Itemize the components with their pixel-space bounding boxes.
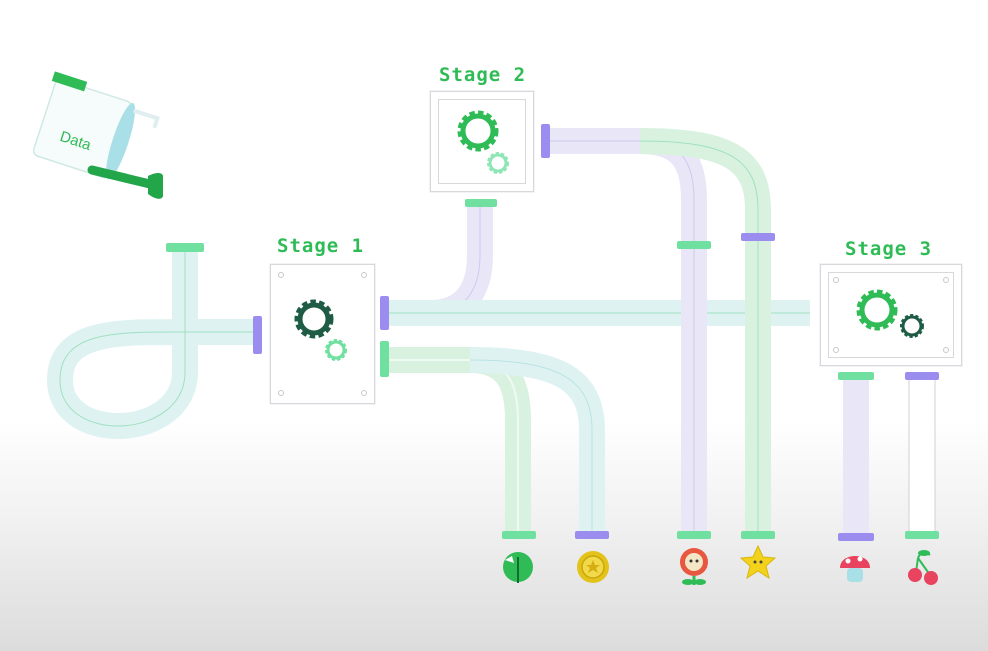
screw — [943, 277, 949, 283]
stage2-to-flower-pipe — [548, 128, 707, 535]
cherry-icon — [908, 550, 938, 585]
stage2-input-connector — [465, 199, 497, 207]
stage1-input-connector — [253, 316, 262, 354]
stage-2-inner-frame — [438, 99, 526, 184]
screw — [943, 347, 949, 353]
stage-1-title: Stage 1 — [277, 235, 365, 257]
mushroom-pipe-top-connector — [838, 372, 874, 380]
flower-outlet-connector — [677, 531, 711, 539]
watering-can-icon — [32, 71, 163, 199]
stage1-to-leaf-pipe — [388, 347, 531, 535]
stage2-to-star-pipe — [639, 128, 771, 535]
stage-2-box[interactable] — [430, 91, 534, 192]
stage1-to-coin-pipe — [469, 347, 605, 535]
stage1-to-stage3-pipe — [388, 300, 810, 326]
stage3-to-cherry-pipe — [908, 377, 936, 536]
screw — [833, 277, 839, 283]
mushroom-outlet-connector — [838, 533, 874, 541]
gears-icon — [294, 299, 347, 361]
stage3-to-mushroom-pipe — [843, 378, 869, 535]
stage-3-inner-frame — [828, 272, 954, 358]
stage-2-title: Stage 2 — [439, 64, 527, 86]
gears-icon — [457, 110, 509, 174]
star-icon — [739, 544, 777, 580]
cherry-pipe-top-connector — [905, 372, 939, 380]
input-loop-pipe — [46, 250, 258, 439]
stage-3-title: Stage 3 — [845, 238, 933, 260]
screw — [278, 390, 284, 396]
stage1-output-connector-bottom — [380, 341, 389, 377]
screw — [361, 390, 367, 396]
leaf-outlet-connector — [502, 531, 536, 539]
coin-outlet-connector — [575, 531, 609, 539]
stage1-output-connector-top — [380, 296, 389, 330]
fire-flower-icon — [680, 548, 708, 585]
star-pipe-joint — [741, 233, 775, 241]
stage1-to-stage2-pipe — [388, 205, 493, 326]
stage-1-box[interactable] — [270, 264, 375, 404]
star-outlet-connector — [741, 531, 775, 539]
cherry-outlet-connector — [905, 531, 939, 539]
screw — [361, 272, 367, 278]
screw — [833, 347, 839, 353]
coin-icon — [577, 551, 609, 583]
input-pipe-cap — [166, 243, 204, 252]
gears-icon — [856, 289, 924, 338]
stage-3-box[interactable] — [820, 264, 962, 366]
screw — [278, 272, 284, 278]
flower-pipe-joint — [677, 241, 711, 249]
mushroom-icon — [840, 556, 870, 582]
stage2-output-connector — [541, 124, 550, 158]
leaf-icon — [503, 552, 533, 583]
